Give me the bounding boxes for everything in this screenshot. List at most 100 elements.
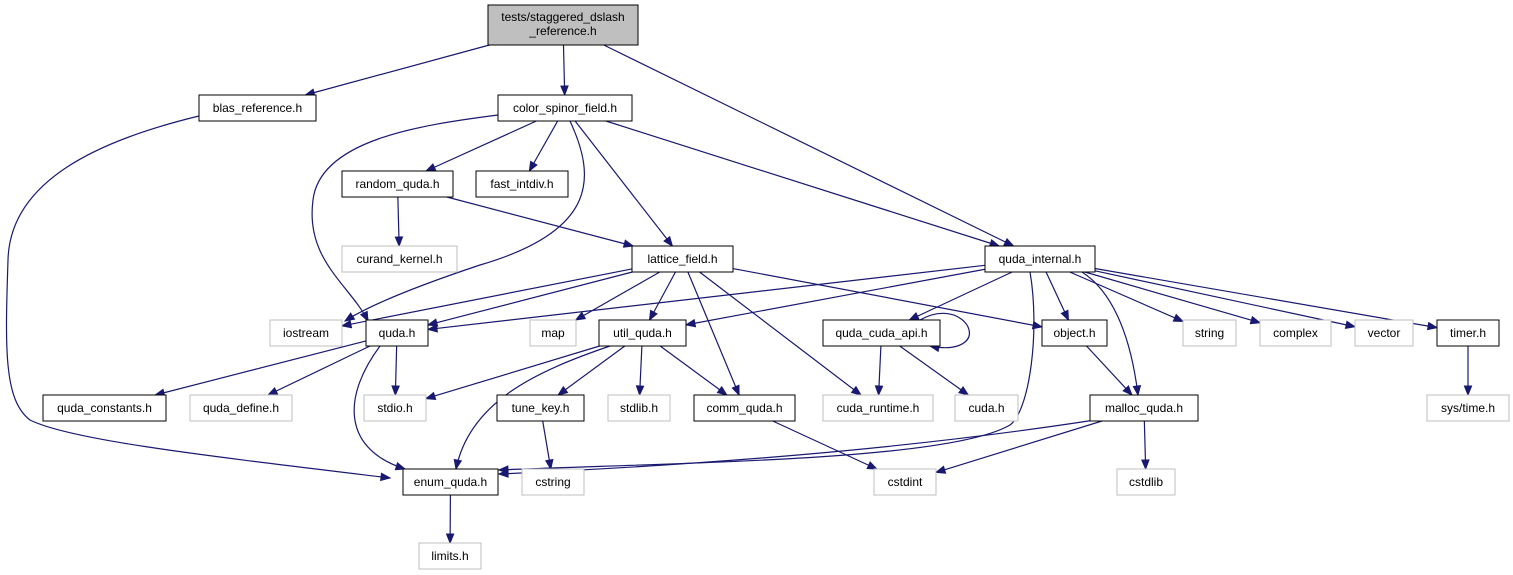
node-label: quda.h: [379, 326, 416, 340]
node-cstdint: cstdint: [873, 468, 937, 496]
arrowhead-icon: [445, 533, 455, 545]
node-object[interactable]: object.h: [1041, 319, 1108, 347]
arrowhead-icon: [866, 461, 879, 470]
arrowhead-icon: [424, 163, 437, 172]
node-util-quda[interactable]: util_quda.h: [598, 319, 687, 347]
node-lattice-field[interactable]: lattice_field.h: [631, 245, 734, 273]
node-label: curand_kernel.h: [356, 252, 442, 266]
node-label: string: [1195, 326, 1224, 340]
edge-color_spinor_field-to-random_quda: [424, 120, 537, 172]
arrowhead-icon: [1249, 315, 1262, 325]
edge-malloc_quda-to-cstdlib: [1141, 420, 1150, 471]
arrowhead-icon: [1463, 385, 1473, 397]
node-random-quda[interactable]: random_quda.h: [341, 170, 454, 198]
edge-quda_internal-to-complex: [1084, 271, 1262, 325]
arrowhead-icon: [497, 469, 509, 478]
edge-quda_internal-to-string: [1069, 271, 1185, 322]
arrowhead-icon: [1344, 320, 1357, 330]
node-string: string: [1182, 319, 1237, 347]
node-label: fast_intdiv.h: [490, 177, 553, 191]
arrowhead-icon: [1141, 459, 1150, 471]
node-fast-intdiv[interactable]: fast_intdiv.h: [475, 170, 569, 198]
arrowhead-icon: [648, 309, 658, 322]
arrowhead-icon: [343, 312, 356, 322]
node-label: blas_reference.h: [213, 101, 302, 115]
edge-quda_internal-to-object: [1045, 271, 1070, 322]
arrowhead-icon: [560, 85, 569, 97]
node-tune-key[interactable]: tune_key.h: [496, 394, 585, 422]
edge-lattice_field-to-map: [574, 271, 661, 321]
node-label: quda_internal.h: [999, 252, 1082, 266]
node-label: cuda.h: [968, 401, 1004, 415]
nodes: tests/staggered_dslash_reference.h blas_r…: [42, 4, 1510, 570]
node-timer[interactable]: timer.h: [1436, 319, 1500, 347]
node-label: tune_key.h: [512, 401, 570, 415]
edge-quda_internal-to-timer: [1094, 267, 1439, 331]
edge-lattice_field-to-cuda_runtime: [699, 271, 863, 396]
arrowhead-icon: [394, 461, 407, 471]
node-cuda: cuda.h: [954, 394, 1019, 422]
edge-quda_internal-to-util_quda: [684, 268, 986, 328]
node-blas-reference[interactable]: blas_reference.h: [198, 94, 317, 122]
edge-random_quda-to-lattice_field: [446, 196, 635, 248]
arrowhead-icon: [426, 324, 438, 333]
arrowhead-icon: [424, 391, 437, 401]
node-label: enum_quda.h: [414, 475, 487, 489]
node-label: malloc_quda.h: [1105, 401, 1183, 415]
node-limits: limits.h: [418, 542, 482, 570]
node-malloc-quda[interactable]: malloc_quda.h: [1089, 394, 1199, 422]
edge-object-to-malloc_quda: [1086, 345, 1133, 396]
node-label: stdio.h: [377, 401, 412, 415]
edge-color_spinor_field-to-quda_internal: [605, 120, 1001, 248]
edge-root-to-blas_reference: [304, 44, 490, 97]
edge-root-to-color_spinor_field: [560, 44, 569, 97]
edge-color_spinor_field-to-quda: [311, 114, 499, 323]
edge-root-to-quda_internal: [603, 44, 1015, 247]
node-label: random_quda.h: [355, 177, 439, 191]
node-stdio: stdio.h: [363, 394, 427, 422]
node-curand-kernel: curand_kernel.h: [341, 245, 458, 273]
node-sys-time: sys/time.h: [1426, 394, 1510, 422]
arrowhead-icon: [635, 385, 645, 397]
arrowhead-icon: [1003, 237, 1015, 247]
arrowhead-icon: [380, 472, 392, 482]
node-label: map: [541, 326, 565, 340]
node-quda[interactable]: quda.h: [365, 319, 429, 347]
node-label: _reference.h: [528, 24, 596, 38]
node-label: cuda_runtime.h: [837, 401, 920, 415]
edge-util_quda-to-stdio: [424, 345, 600, 401]
node-stdlib: stdlib.h: [607, 394, 671, 422]
edge-color_spinor_field-to-iostream: [343, 120, 585, 322]
edge-random_quda-to-curand_kernel: [394, 196, 404, 248]
edge-quda-to-quda_constants: [153, 340, 367, 397]
edge-color_spinor_field-to-lattice_field: [574, 120, 674, 248]
node-label: quda_define.h: [203, 401, 279, 415]
node-label: cstdint: [888, 475, 923, 489]
edge-util_quda-to-tune_key: [557, 345, 626, 396]
arrowhead-icon: [1031, 320, 1044, 330]
arrowhead-icon: [266, 386, 279, 396]
node-map: map: [529, 319, 577, 347]
arrowhead-icon: [340, 319, 353, 329]
arrowhead-icon: [663, 235, 674, 248]
node-label: iostream: [283, 326, 329, 340]
arrowhead-icon: [684, 318, 697, 328]
node-root[interactable]: tests/staggered_dslash_reference.h: [487, 4, 639, 46]
node-label: quda_cuda_api.h: [835, 326, 927, 340]
node-label: color_spinor_field.h: [513, 101, 617, 115]
edge-malloc_quda-to-cstdint: [934, 420, 1103, 474]
edge-quda_cuda_api-to-cuda_runtime: [874, 345, 884, 397]
edge-quda_internal-to-quda_cuda_api: [908, 271, 1013, 321]
node-label: comm_quda.h: [706, 401, 782, 415]
arrowhead-icon: [1132, 385, 1142, 397]
node-enum-quda[interactable]: enum_quda.h: [402, 468, 499, 496]
edge-quda_internal-to-quda: [426, 264, 986, 333]
node-quda-internal[interactable]: quda_internal.h: [984, 245, 1096, 273]
node-comm-quda[interactable]: comm_quda.h: [693, 394, 796, 422]
node-label: complex: [1273, 326, 1318, 340]
node-color-spinor-field[interactable]: color_spinor_field.h: [497, 94, 633, 122]
edge-quda_cuda_api-to-cuda: [899, 345, 970, 396]
node-quda-cuda-api[interactable]: quda_cuda_api.h: [822, 319, 941, 347]
edge-util_quda-to-stdlib: [635, 345, 645, 397]
node-quda-constants[interactable]: quda_constants.h: [42, 394, 167, 422]
